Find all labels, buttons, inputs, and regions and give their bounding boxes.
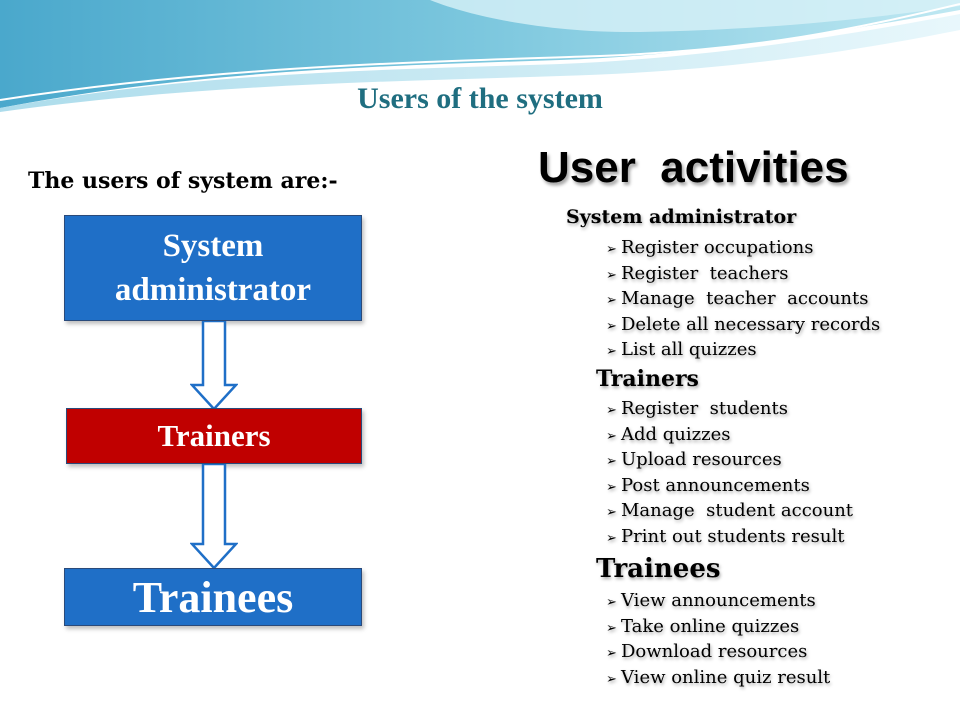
- trainees-box-label: Trainees: [132, 572, 294, 622]
- list-item: ➢View online quiz result: [606, 665, 830, 691]
- arrow-bullet-icon: ➢: [606, 318, 617, 334]
- list-item: ➢Add quizzes: [606, 422, 853, 448]
- list-item: ➢Take online quizzes: [606, 614, 830, 640]
- arrow-bullet-icon: ➢: [606, 479, 617, 495]
- list-item: ➢View announcements: [606, 588, 830, 614]
- trainers-box: Trainers: [66, 408, 362, 464]
- arrow-bullet-icon: ➢: [606, 403, 617, 418]
- list-item: ➢Delete all necessary records: [606, 312, 880, 338]
- trainees-heading: Trainees: [596, 554, 721, 584]
- trainers-heading: Trainers: [596, 366, 699, 392]
- arrow-bullet-icon: ➢: [606, 595, 617, 610]
- system-administrator-box: System administrator: [64, 215, 362, 321]
- list-item: ➢Register teachers: [606, 261, 880, 287]
- list-item: ➢Print out students result: [606, 524, 853, 550]
- users-intro-text: The users of system are:-: [28, 168, 338, 194]
- arrow-bullet-icon: ➢: [606, 530, 617, 546]
- arrow-bullet-icon: ➢: [606, 620, 617, 636]
- system-administrator-heading: System administrator: [566, 206, 797, 228]
- arrow-bullet-icon: ➢: [606, 267, 617, 283]
- system-administrator-label-line2: administrator: [114, 272, 312, 308]
- list-item: ➢Manage student account: [606, 498, 853, 524]
- arrow-bullet-icon: ➢: [606, 428, 617, 444]
- list-item: ➢Manage teacher accounts: [606, 286, 880, 312]
- user-activities-title: User activities: [538, 143, 849, 192]
- arrow-bullet-icon: ➢: [606, 454, 617, 469]
- list-item: ➢Register occupations: [606, 235, 880, 261]
- list-item: ➢Register students: [606, 396, 853, 422]
- down-arrow-icon: [190, 321, 238, 411]
- slide-title: Users of the system: [357, 82, 603, 115]
- down-arrow-icon: [190, 464, 238, 570]
- trainees-activity-list: ➢View announcements ➢Take online quizzes…: [606, 588, 830, 690]
- system-administrator-label-line1: System: [162, 228, 264, 264]
- arrow-bullet-icon: ➢: [606, 293, 617, 308]
- arrow-bullet-icon: ➢: [606, 505, 617, 520]
- trainers-box-label: Trainers: [157, 418, 271, 453]
- arrow-bullet-icon: ➢: [606, 671, 617, 687]
- arrow-bullet-icon: ➢: [606, 646, 617, 661]
- arrow-bullet-icon: ➢: [606, 344, 617, 359]
- trainees-box: Trainees: [64, 568, 362, 626]
- list-item: ➢Download resources: [606, 639, 830, 665]
- list-item: ➢List all quizzes: [606, 337, 880, 363]
- arrow-bullet-icon: ➢: [606, 242, 617, 257]
- trainers-activity-list: ➢Register students ➢Add quizzes ➢Upload …: [606, 396, 853, 549]
- wave-header-decoration: [0, 0, 960, 112]
- list-item: ➢Upload resources: [606, 447, 853, 473]
- list-item: ➢Post announcements: [606, 473, 853, 499]
- system-administrator-activity-list: ➢Register occupations ➢Register teachers…: [606, 235, 880, 363]
